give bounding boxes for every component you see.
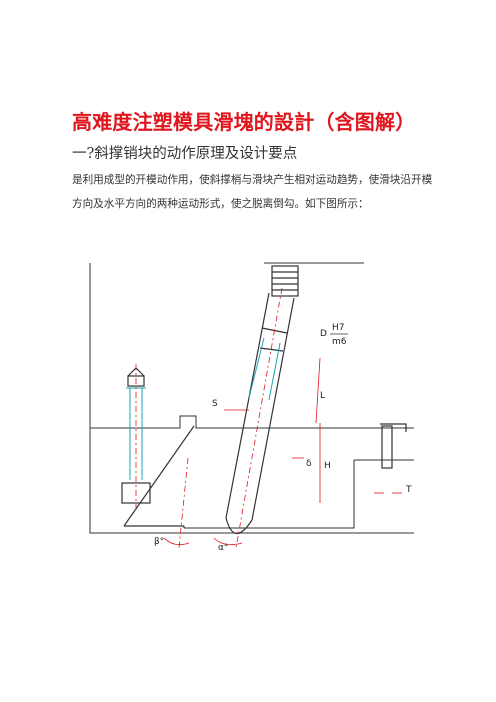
fit-label-h7: H7	[332, 323, 345, 333]
centerlines	[135, 287, 283, 549]
angle-label-alpha: α°	[218, 543, 228, 553]
dimension-label-t: T	[405, 485, 412, 495]
angle-label-beta: β°	[154, 537, 164, 547]
fit-label-m6: m6	[332, 337, 347, 347]
slider-block	[123, 425, 195, 528]
dimension-label-h: H	[324, 461, 331, 471]
document-title: 高难度注塑模具滑塊的設計（含图解）	[72, 110, 416, 134]
body-paragraph: 是利用成型的开模动作用，使斜撑梢与滑块产生相对运动趋势，使滑块沿开模方向及水平方…	[72, 174, 433, 210]
dimension-label-s: S	[212, 399, 218, 409]
cap-screw	[271, 265, 299, 297]
dimension-label-delta: δ	[306, 459, 312, 469]
fit-label-d: D	[320, 329, 327, 339]
slider-mechanism-diagram: D H7 m6 S L δ H T β° α°	[84, 248, 414, 568]
dimension-lines	[163, 357, 402, 546]
dimension-label-l: L	[320, 391, 325, 401]
angled-pin	[225, 292, 295, 535]
angled-pin-hidden-lines	[248, 337, 281, 401]
section-heading: 一?斜撑销块的动作原理及设计要点	[72, 146, 298, 162]
right-plate	[380, 423, 407, 469]
mold-frame	[89, 262, 414, 534]
